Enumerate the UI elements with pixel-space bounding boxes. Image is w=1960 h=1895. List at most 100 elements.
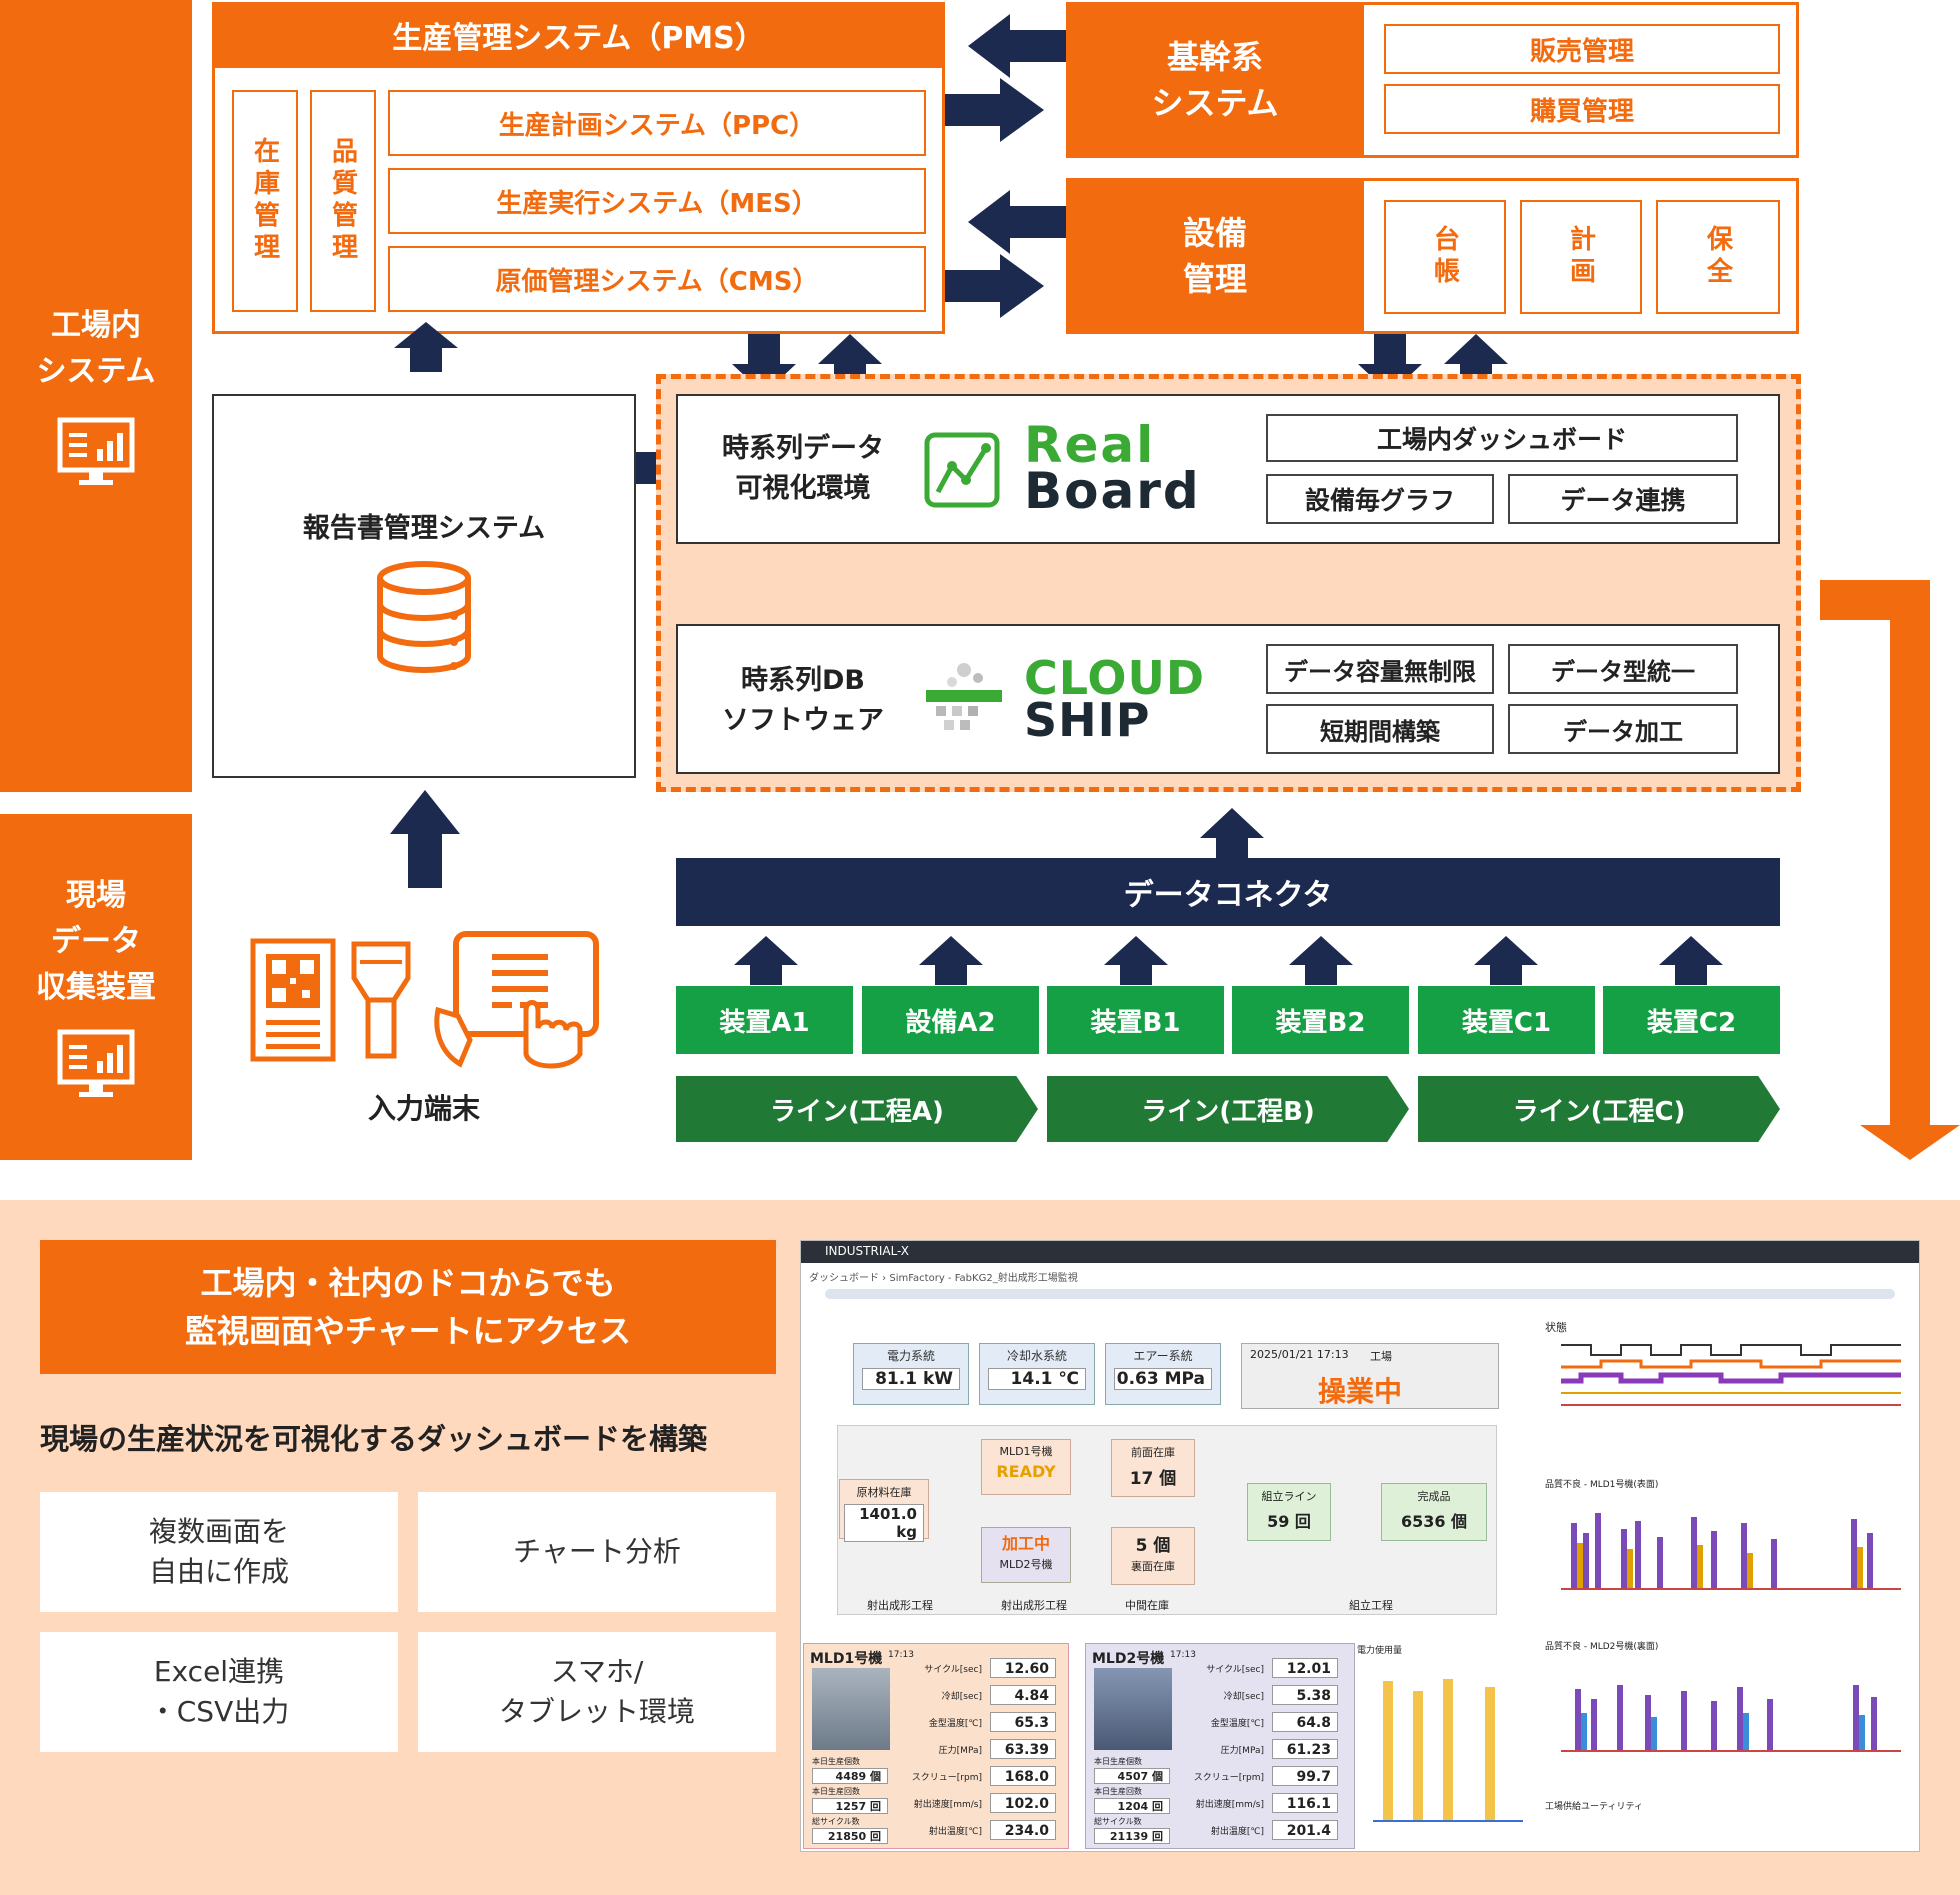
quality-management: 品質管理 — [310, 90, 376, 312]
mld1-metric-label: 射出速度[mm/s] — [913, 1800, 982, 1810]
mld1-count-label: 総サイクル数 — [812, 1817, 860, 1826]
line-process-b: ライン(工程B) — [1047, 1076, 1409, 1142]
monitor-chart-icon — [57, 417, 135, 485]
air-card: エアー系統 0.63 MPa — [1105, 1343, 1221, 1405]
arrow-up-device-a2 — [919, 936, 983, 985]
report-system-title: 報告書管理システム — [302, 512, 546, 544]
mld1-metric-row: 射出温度[℃]234.0 — [896, 1818, 1068, 1842]
section-label-2: 射出成形工程 — [1001, 1599, 1067, 1612]
arrow-up-connector-cloudship — [1200, 808, 1264, 858]
mld1-metric-label: 金型温度[℃] — [928, 1719, 982, 1729]
field-devices-label: 現場 データ 収集装置 — [0, 814, 192, 1160]
mld2-count-value: 21139 回 — [1094, 1828, 1170, 1844]
defect-chart-1-title: 品質不良 - MLD1号機(表面) — [1545, 1480, 1659, 1490]
defect-chart-1 — [1561, 1513, 1901, 1590]
mld2-state-card: 加工中 MLD2号機 — [981, 1527, 1071, 1583]
realboard-feature-graph: 設備毎グラフ — [1266, 474, 1494, 524]
mld1-machine-image — [812, 1668, 890, 1750]
feature-mobile: スマホ/ タブレット環境 — [418, 1632, 776, 1752]
mld2-panel-time: 17:13 — [1170, 1650, 1196, 1660]
mld2-metric-value: 64.8 — [1272, 1712, 1338, 1732]
back-stock-label: 裏面在庫 — [1131, 1560, 1175, 1573]
mld1-metric-value: 168.0 — [990, 1766, 1056, 1786]
mld2-metric-value: 99.7 — [1272, 1766, 1338, 1786]
pms-title: 生産管理システム（PMS） — [212, 2, 945, 68]
mld2-count-value: 4507 個 — [1094, 1768, 1170, 1784]
raw-material-label: 原材料在庫 — [856, 1486, 912, 1499]
cloudship-logo-line2: SHIP — [1024, 693, 1151, 747]
database-icon — [377, 561, 471, 673]
mld2-metric-label: 金型温度[℃] — [1210, 1719, 1264, 1729]
mld1-state: READY — [996, 1462, 1056, 1481]
mld1-metric-value: 234.0 — [990, 1820, 1056, 1840]
line-process-a: ライン(工程A) — [676, 1076, 1038, 1142]
arrow-up-device-c2 — [1659, 936, 1723, 985]
back-stock-card: 5 個 裏面在庫 — [1111, 1527, 1195, 1585]
mld1-metric-value: 63.39 — [990, 1739, 1056, 1759]
cooling-card: 冷却水系統 14.1 ℃ — [979, 1343, 1095, 1405]
mld1-count-label: 本日生産個数 — [812, 1757, 860, 1766]
air-label: エアー系統 — [1133, 1348, 1193, 1363]
mld2-metric-value: 61.23 — [1272, 1739, 1338, 1759]
mld2-metric-label: 射出温度[℃] — [1210, 1827, 1264, 1837]
mld1-state-card: MLD1号機 READY — [981, 1439, 1071, 1495]
cloudship-logo-icon — [926, 663, 1002, 730]
mld2-count-label: 総サイクル数 — [1094, 1817, 1142, 1826]
front-stock-card: 前面在庫 17 個 — [1111, 1439, 1195, 1497]
mld2-panel-title: MLD2号機 — [1092, 1651, 1165, 1667]
input-terminal-label: 入力端末 — [367, 1092, 480, 1125]
front-stock-value: 17 個 — [1129, 1469, 1177, 1489]
mld2-metric-row: 射出温度[℃]201.4 — [1178, 1818, 1350, 1842]
cloudship-feature-processing: データ加工 — [1508, 704, 1738, 754]
mld1-metric-label: スクリュー[rpm] — [911, 1773, 982, 1783]
mld1-metric-label: 圧力[MPa] — [938, 1746, 982, 1756]
cloudship-logo-line1: CLOUD — [1024, 651, 1206, 705]
arrow-down-to-dashboard — [1820, 580, 1960, 1160]
mld2-metric-row: 冷却[sec]5.38 — [1178, 1683, 1350, 1707]
dashboard-screenshot: INDUSTRIAL-X ダッシュボード › SimFactory - FabK… — [800, 1240, 1920, 1852]
assembly-card: 組立ライン 59 回 — [1247, 1483, 1331, 1541]
mld1-count-value: 21850 回 — [812, 1828, 888, 1844]
mld1-metric-row: 冷却[sec]4.84 — [896, 1683, 1068, 1707]
mld2-metric-row: 圧力[MPa]61.23 — [1178, 1737, 1350, 1761]
barcode-scanner-icon — [351, 941, 411, 1059]
realboard-feature-integration: データ連携 — [1508, 474, 1738, 524]
mld2-panel: MLD2号機 17:13 サイクル[sec]12.01 冷却[sec]5.38 金型… — [1085, 1643, 1355, 1849]
realboard-feature-dashboard: 工場内ダッシュボード — [1266, 414, 1738, 462]
mld1-metric-label: 冷却[sec] — [941, 1692, 982, 1702]
purchase-management: 購買管理 — [1384, 84, 1780, 134]
power-usage-title: 電力使用量 — [1357, 1646, 1403, 1656]
mld1-metric-value: 65.3 — [990, 1712, 1056, 1732]
cms-system: 原価管理システム（CMS） — [388, 246, 926, 312]
mld2-metric-row: スクリュー[rpm]99.7 — [1178, 1764, 1350, 1788]
mld2-count-label: 本日生産回数 — [1094, 1787, 1142, 1796]
mld2-metric-value: 116.1 — [1272, 1793, 1338, 1813]
cloudship-feature-unlimited: データ容量無制限 — [1266, 644, 1494, 694]
report-system-box — [212, 394, 636, 778]
assembly-value: 59 回 — [1267, 1512, 1311, 1531]
finished-value: 6536 個 — [1400, 1512, 1468, 1531]
device-a1: 装置A1 — [676, 986, 853, 1054]
mld1-metric-row: 金型温度[℃] 65.3 — [896, 1710, 1068, 1734]
mld2-metric-value: 5.38 — [1272, 1685, 1338, 1705]
factory-system-label: 工場内 システム — [0, 0, 192, 792]
mld1-metric-value: 12.60 — [990, 1658, 1056, 1678]
dashboard-breadcrumb[interactable]: ダッシュボード › SimFactory - FabKG2_射出成形工場監視 — [809, 1273, 1078, 1284]
mld1-metric-row: 圧力[MPa] 63.39 — [896, 1737, 1068, 1761]
equipment-plan: 計画 — [1520, 200, 1642, 314]
mld2-metric-row: サイクル[sec]12.01 — [1178, 1656, 1350, 1680]
equipment-maintenance: 保全 — [1656, 200, 1780, 314]
arrow-up-device-b2 — [1289, 936, 1353, 985]
mld1-count-value: 4489 個 — [812, 1768, 888, 1784]
cloudship-description: 時系列DB ソフトウェア — [722, 665, 884, 736]
mld1-metric-row: 射出速度[mm/s]102.0 — [896, 1791, 1068, 1815]
defect-chart-2 — [1561, 1685, 1901, 1752]
mld1-count-label: 本日生産回数 — [812, 1787, 860, 1796]
cooling-label: 冷却水系統 — [1006, 1348, 1067, 1363]
realboard-logo-line1: Real — [1024, 416, 1156, 474]
status-timeline-chart — [1561, 1344, 1901, 1406]
equipment-title: 設備 管理 — [1066, 178, 1364, 334]
back-stock-value: 5 個 — [1135, 1535, 1171, 1556]
time-range-slider[interactable] — [825, 1289, 1895, 1299]
status-factory-label: 工場 — [1370, 1350, 1392, 1363]
